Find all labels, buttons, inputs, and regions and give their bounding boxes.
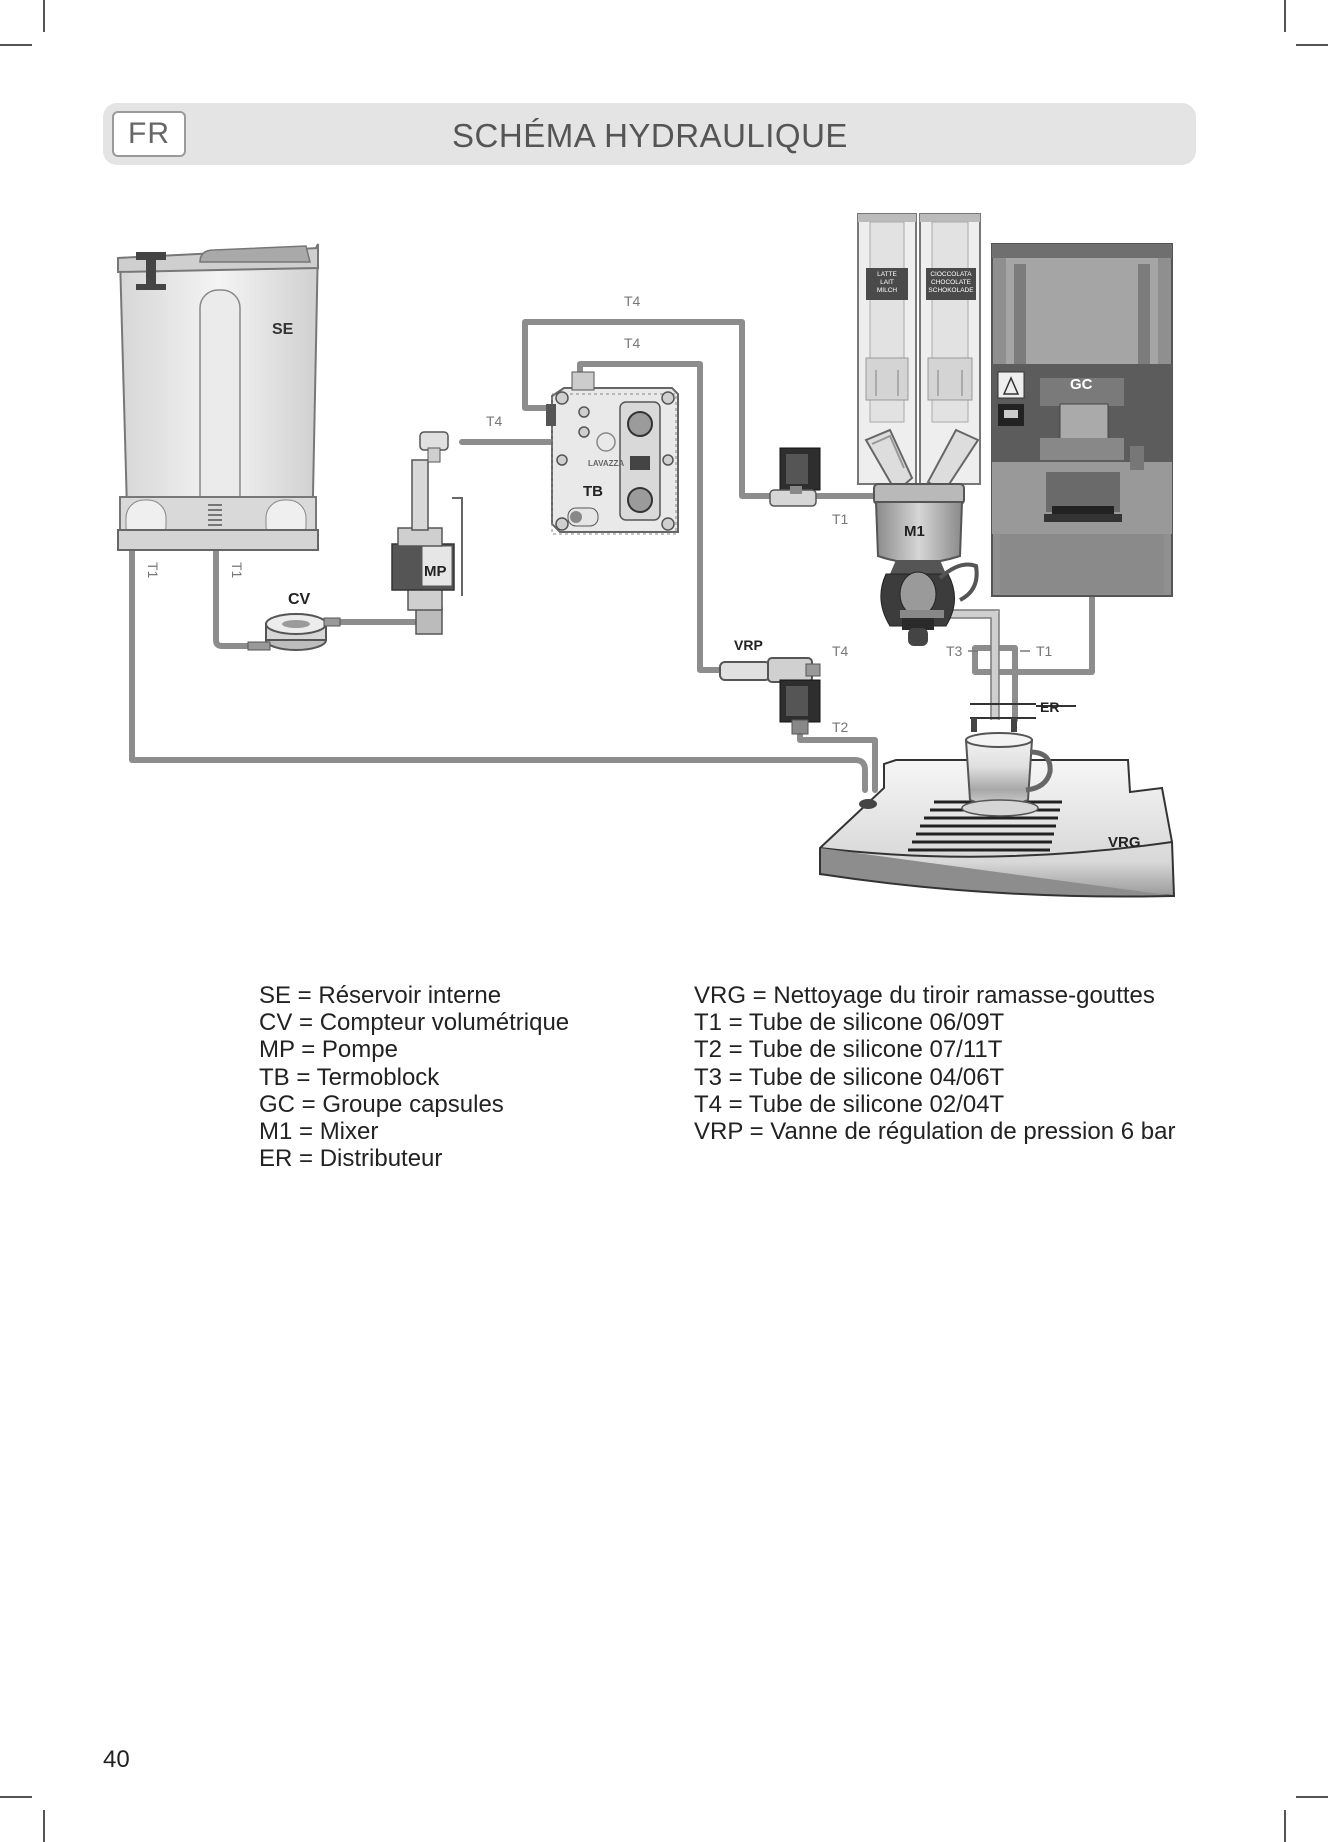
brand-mark: LAVAZZA (588, 459, 624, 468)
tube-label-t1-tank-right: T1 (229, 562, 245, 579)
legend-right: VRG = Nettoyage du tiroir ramasse-goutte… (694, 982, 1175, 1145)
label-er: ER (1040, 699, 1059, 715)
hopper-milk-label-2: LAIT (880, 279, 894, 286)
label-m1: M1 (904, 523, 925, 540)
hopper-chocolate-label-2: CHOCOLATE (931, 279, 972, 286)
coffee-cup (961, 732, 1053, 817)
legend-item: T2 = Tube de silicone 07/11T (694, 1036, 1003, 1064)
label-vrg: VRG (1108, 834, 1141, 851)
hopper-milk-label-1: LATTE (877, 271, 897, 278)
tube-t4-tb-to-solenoid (522, 319, 778, 499)
crop-mark (1296, 44, 1328, 46)
crop-mark (43, 0, 45, 32)
page-title: SCHÉMA HYDRAULIQUE (452, 117, 848, 154)
hopper-chocolate: CIOCCOLATA CHOCOLATE SCHOKOLADE (919, 213, 981, 485)
hopper-milk-label-3: MILCH (877, 287, 898, 294)
legend-item: T1 = Tube de silicone 06/09T (694, 1009, 1005, 1037)
hydraulic-diagram: SE T1 T1 CV MP T4 T4 T4 (117, 213, 1176, 898)
hopper-chocolate-label-1: CIOCCOLATA (930, 271, 972, 278)
language-badge: FR (112, 111, 186, 157)
hopper-chutes (864, 428, 980, 494)
capsule-group-gc: GC (991, 243, 1173, 597)
crop-mark (0, 1796, 32, 1798)
dispenser-er: ER (970, 699, 1076, 732)
hopper-chocolate-label-3: SCHOKOLADE (928, 287, 974, 294)
tube-t4-tb-to-vrp (577, 361, 723, 673)
label-cv: CV (288, 591, 311, 608)
tube-label-t1-mixer: T1 (832, 511, 849, 527)
tube-label-t1-tank-left: T1 (145, 562, 161, 579)
pressure-valve-vrp: VRP (719, 637, 821, 735)
tube-t3-mixer-to-er (935, 610, 999, 720)
mixer-m1: M1 (873, 483, 979, 646)
tank-se: SE (117, 243, 319, 551)
legend-item: VRG = Nettoyage du tiroir ramasse-goutte… (694, 982, 1155, 1009)
tube-t1-tank-to-cv (213, 545, 265, 649)
crop-mark (0, 44, 32, 46)
legend-item: T4 = Tube de silicone 02/04T (694, 1090, 1005, 1118)
legend-item: VRP = Vanne de régulation de pression 6 … (694, 1118, 1176, 1146)
tube-t1-gc-to-er (972, 593, 1095, 723)
tube-label-t4-vrp: T4 (832, 643, 849, 659)
tube-label-t1-er: T1 (1036, 643, 1053, 659)
crop-mark (1296, 1796, 1328, 1798)
tube-label-t2-vrp: T2 (832, 719, 849, 735)
legend-item: GC = Groupe capsules (259, 1090, 504, 1118)
crop-mark (43, 1810, 45, 1842)
tube-label-t3-er: T3 (946, 643, 963, 659)
label-gc: GC (1070, 376, 1093, 393)
thermoblock-tb: LAVAZZA TB (546, 371, 679, 535)
legend-left: SE = Réservoir interne CV = Compteur vol… (259, 982, 569, 1172)
crop-mark (1284, 1810, 1286, 1842)
legend-item: M1 = Mixer (259, 1118, 379, 1146)
header-bar (103, 103, 1196, 165)
label-mp: MP (424, 563, 447, 580)
tube-label-t4-pump-out: T4 (486, 413, 503, 429)
legend-item: CV = Compteur volumétrique (259, 1009, 570, 1037)
legend-item: SE = Réservoir interne (259, 982, 502, 1009)
legend-item: T3 = Tube de silicone 04/06T (694, 1063, 1005, 1091)
crop-mark (1284, 0, 1286, 32)
legend-item: MP = Pompe (259, 1036, 398, 1064)
drip-tray-vrg: VRG (819, 759, 1176, 898)
tube-label-t4-top-outer: T4 (624, 293, 641, 309)
tube-t1-tank-to-tray (129, 545, 868, 793)
flow-meter-cv: CV (247, 591, 341, 651)
page-number: 40 (103, 1746, 130, 1773)
label-tb: TB (583, 483, 603, 500)
label-vrp: VRP (734, 637, 763, 653)
tube-label-t4-top-inner: T4 (624, 335, 641, 351)
pump-mp: MP (391, 431, 463, 635)
label-se: SE (272, 321, 294, 338)
legend-item: TB = Termoblock (259, 1063, 440, 1091)
legend-item: ER = Distributeur (259, 1145, 443, 1173)
solenoid-valve-mixer (769, 447, 821, 507)
